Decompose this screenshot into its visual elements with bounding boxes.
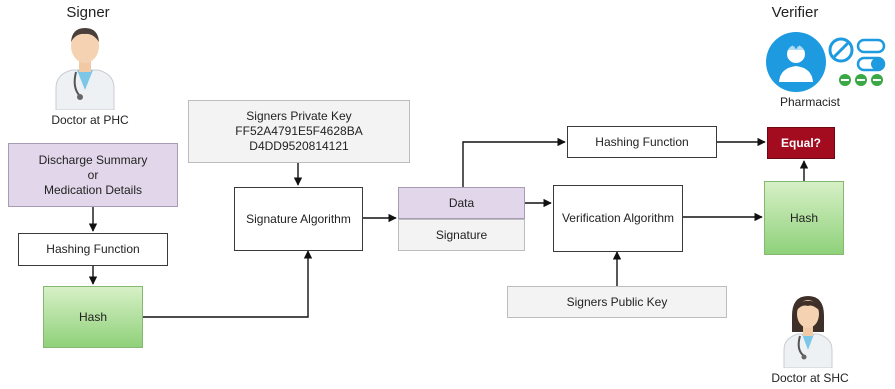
discharge-line-3: Medication Details — [43, 182, 143, 197]
doctor-female-avatar-icon — [783, 296, 833, 368]
discharge-summary-box: Discharge Summary or Medication Details — [8, 143, 178, 207]
equal-label: Equal? — [780, 135, 821, 150]
signature-box: Signature — [398, 219, 525, 251]
hashing-function-top-label: Hashing Function — [595, 134, 689, 149]
pharmacist-icon — [766, 32, 886, 92]
verifier-title: Verifier — [771, 4, 819, 21]
signature-algorithm-box: Signature Algorithm — [234, 187, 363, 251]
signature-label: Signature — [435, 227, 488, 242]
private-key-title: Signers Private Key — [246, 109, 352, 123]
hashing-function-box-left: Hashing Function — [18, 233, 168, 266]
private-key-box: Signers Private Key FF52A4791E5F4628BA D… — [188, 100, 410, 163]
discharge-line-1: Discharge Summary — [38, 152, 148, 167]
public-key-label: Signers Public Key — [566, 294, 668, 309]
data-label: Data — [448, 195, 475, 210]
hashing-function-label: Hashing Function — [46, 242, 140, 256]
doctor-phc-label: Doctor at PHC — [51, 113, 129, 127]
signature-algorithm-label: Signature Algorithm — [246, 211, 351, 226]
data-box: Data — [398, 187, 525, 219]
doctor-male-avatar-icon — [55, 28, 115, 110]
private-key-value-2: D4DD9520814121 — [249, 139, 349, 153]
doctor-shc-label: Doctor at SHC — [771, 371, 849, 385]
public-key-box: Signers Public Key — [507, 286, 727, 318]
hash-label: Hash — [78, 309, 107, 324]
equal-box: Equal? — [767, 127, 835, 159]
signer-title: Signer — [66, 4, 110, 21]
hash-box-left: Hash — [43, 286, 143, 348]
discharge-line-2: or — [87, 167, 99, 182]
hash-box-right: Hash — [764, 181, 844, 255]
verification-algorithm-box: Verification Algorithm — [553, 185, 683, 252]
pharmacist-label: Pharmacist — [779, 95, 841, 109]
hash-right-label: Hash — [789, 210, 818, 225]
arrow-data-to-hashing-top — [462, 137, 566, 187]
verification-algorithm-label: Verification Algorithm — [561, 211, 675, 225]
arrow-hash-to-signature-algorithm — [143, 250, 313, 318]
private-key-value-1: FF52A4791E5F4628BA — [235, 124, 363, 138]
hashing-function-box-top: Hashing Function — [567, 126, 717, 158]
